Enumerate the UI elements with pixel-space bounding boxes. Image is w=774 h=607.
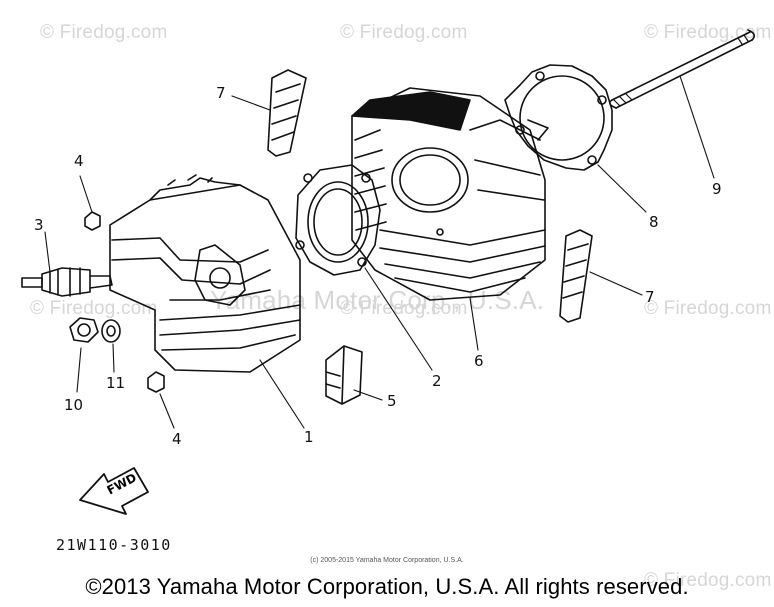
washer-part xyxy=(101,319,121,343)
callout-11: 11 xyxy=(106,374,126,392)
callout-7: 7 xyxy=(645,288,655,306)
callout-10: 10 xyxy=(64,396,84,414)
watermark: © Firedog.com xyxy=(340,298,468,319)
stud-bolt-part xyxy=(608,29,756,109)
callout-2: 2 xyxy=(432,372,442,390)
leader-lines xyxy=(44,75,715,429)
callout-4: 4 xyxy=(74,152,84,170)
cap-nut-part xyxy=(84,211,101,231)
diagram-code: 21W110-3010 xyxy=(56,536,172,554)
cap-nut-part xyxy=(147,371,165,393)
callout-6: 6 xyxy=(474,352,484,370)
watermark: © Firedog.com xyxy=(644,298,772,319)
cylinder-head-part xyxy=(109,174,301,373)
spark-plug-part xyxy=(21,267,113,297)
nut-part xyxy=(69,317,99,343)
cylinder-gasket-part xyxy=(504,64,613,171)
damper-comb-part xyxy=(559,229,593,323)
callout-4: 4 xyxy=(172,430,182,448)
watermark: © Firedog.com xyxy=(30,298,158,319)
footer-copyright: ©2013 Yamaha Motor Corporation, U.S.A. A… xyxy=(85,574,689,599)
damper-comb-part xyxy=(267,69,307,157)
callout-9: 9 xyxy=(712,180,722,198)
callout-8: 8 xyxy=(649,213,659,231)
watermark: © Firedog.com xyxy=(340,22,468,43)
damper-part xyxy=(325,345,363,405)
callout-5: 5 xyxy=(387,392,397,410)
callout-7: 7 xyxy=(216,84,226,102)
cylinder-part xyxy=(351,87,546,301)
head-gasket-part xyxy=(295,164,381,276)
small-copyright: (c) 2005-2015 Yamaha Motor Corporation, … xyxy=(310,557,464,564)
watermark: © Firedog.com xyxy=(644,570,772,591)
callout-1: 1 xyxy=(304,428,314,446)
watermark: © Firedog.com xyxy=(40,22,168,43)
callout-3: 3 xyxy=(34,216,44,234)
forward-arrow-icon xyxy=(79,467,149,515)
